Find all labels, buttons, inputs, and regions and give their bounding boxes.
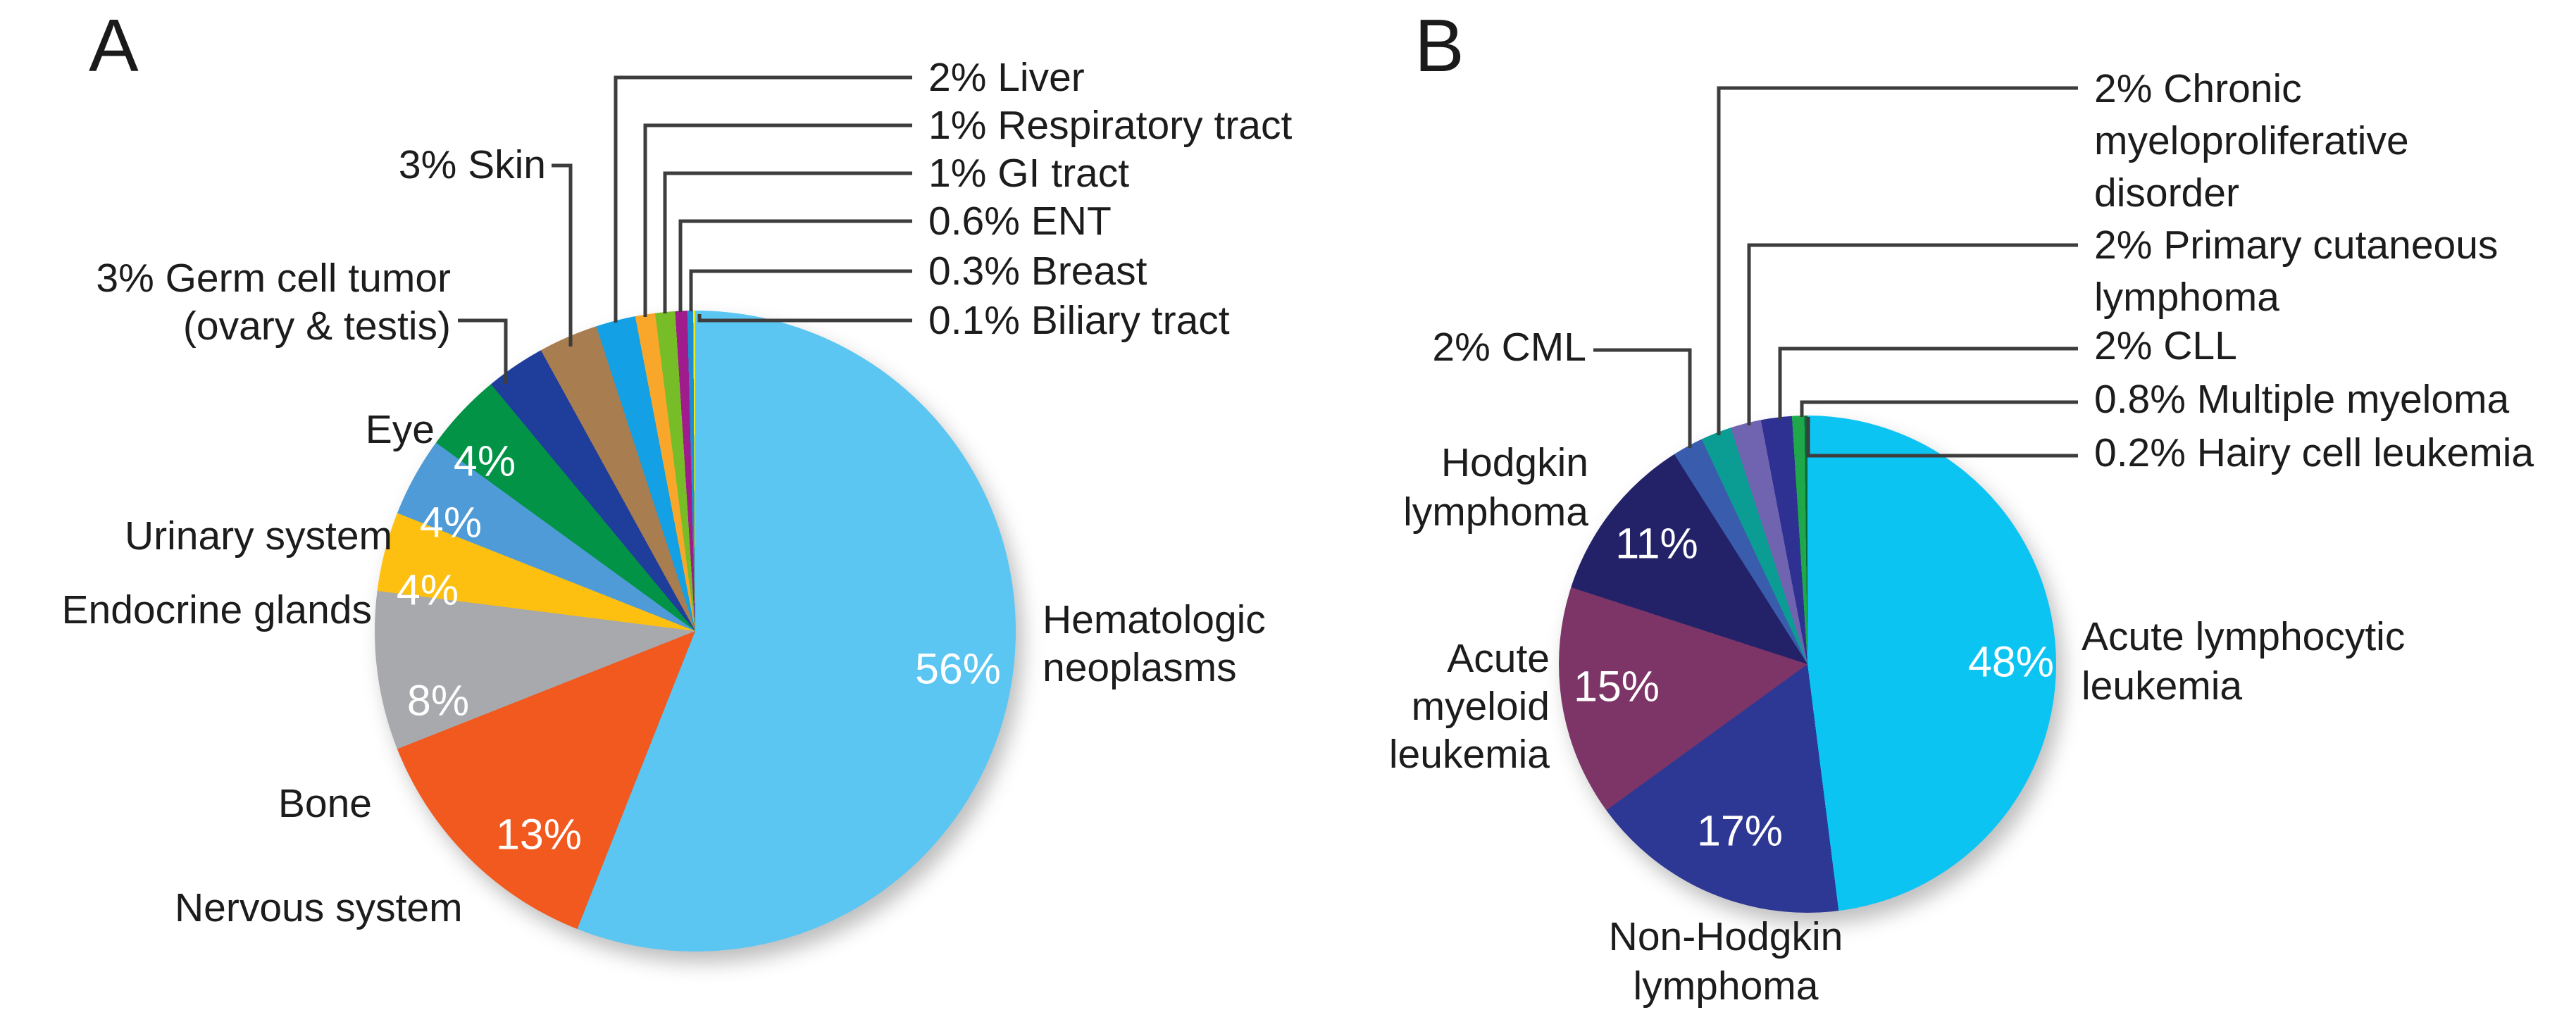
- callout-label-breast: 0.3% Breast: [928, 249, 1147, 294]
- slice-percent-endocrine: 4%: [396, 566, 459, 614]
- callout-label-bone: Bone: [278, 781, 372, 826]
- slice-percent-hodgkin: 11%: [1615, 519, 1698, 568]
- callout-label-mm: 0.8% Multiple myeloma: [2094, 377, 2510, 422]
- slice-percent-all: 48%: [1967, 637, 2055, 686]
- callout-label-nervous: Nervous system: [175, 885, 463, 930]
- callout-label-urinary: Urinary system: [124, 513, 392, 559]
- callout-label-eye: Eye: [365, 407, 435, 452]
- leader-line-primary: [1747, 243, 2078, 425]
- callout-label-hairy: 0.2% Hairy cell leukemia: [2094, 430, 2534, 475]
- callout-label-all: Acute lymphocytic leukemia: [2082, 614, 2406, 709]
- pie-chart-hematologic-neoplasms: [1559, 416, 2056, 913]
- leader-line-mm: [1800, 400, 2078, 417]
- leader-line-skin: [552, 163, 573, 347]
- callout-label-aml: Acute myeloid leukemia: [1388, 636, 1550, 777]
- pie-chart-tumor-types: [375, 311, 1016, 952]
- leader-line-ent: [678, 219, 912, 312]
- callout-label-hodgkin: Hodgkin lymphoma: [1403, 440, 1588, 535]
- panel-a-letter: A: [89, 4, 139, 87]
- leader-line-germ: [458, 318, 508, 384]
- leader-line-hairy: [1806, 417, 2078, 458]
- leader-line-cll: [1778, 347, 2078, 420]
- callout-label-respiratory: 1% Respiratory tract: [928, 103, 1293, 148]
- slice-percent-nervous: 13%: [495, 810, 583, 859]
- callout-label-endocrine: Endocrine glands: [61, 587, 372, 632]
- leader-line-biliary: [697, 314, 912, 323]
- slice-percent-bone: 8%: [406, 676, 470, 725]
- callout-label-hematologic: Hematologic neoplasms: [1043, 597, 1266, 690]
- callout-label-nhl: Non-Hodgkin lymphoma: [1608, 914, 1843, 1009]
- slice-percent-aml: 15%: [1573, 662, 1660, 711]
- leader-line-chronic: [1717, 86, 2078, 435]
- slice-percent-eye: 4%: [453, 437, 516, 485]
- callout-label-biliary: 0.1% Biliary tract: [928, 298, 1230, 343]
- callout-label-gi: 1% GI tract: [928, 151, 1130, 196]
- callout-label-skin: 3% Skin: [398, 142, 546, 187]
- callout-label-cml: 2% CML: [1432, 325, 1586, 370]
- leader-line-breast: [689, 269, 912, 311]
- leader-line-liver: [614, 75, 912, 323]
- callout-label-ent: 0.6% ENT: [928, 199, 1112, 244]
- callout-label-chronic: 2% Chronic myeloproliferative disorder: [2094, 66, 2409, 216]
- leader-line-cml: [1593, 348, 1692, 448]
- leader-line-gi: [663, 171, 912, 313]
- slice-percent-hematologic: 56%: [914, 644, 1002, 693]
- callout-label-primary: 2% Primary cutaneous lymphoma: [2094, 223, 2499, 320]
- callout-label-cll: 2% CLL: [2094, 323, 2237, 368]
- panel-b-letter: B: [1414, 4, 1464, 87]
- slice-percent-urinary: 4%: [419, 498, 483, 547]
- callout-label-liver: 2% Liver: [928, 55, 1085, 100]
- slice-percent-nhl: 17%: [1696, 806, 1784, 855]
- callout-label-germ: 3% Germ cell tumor (ovary & testis): [96, 256, 451, 349]
- leader-line-respiratory: [643, 123, 912, 317]
